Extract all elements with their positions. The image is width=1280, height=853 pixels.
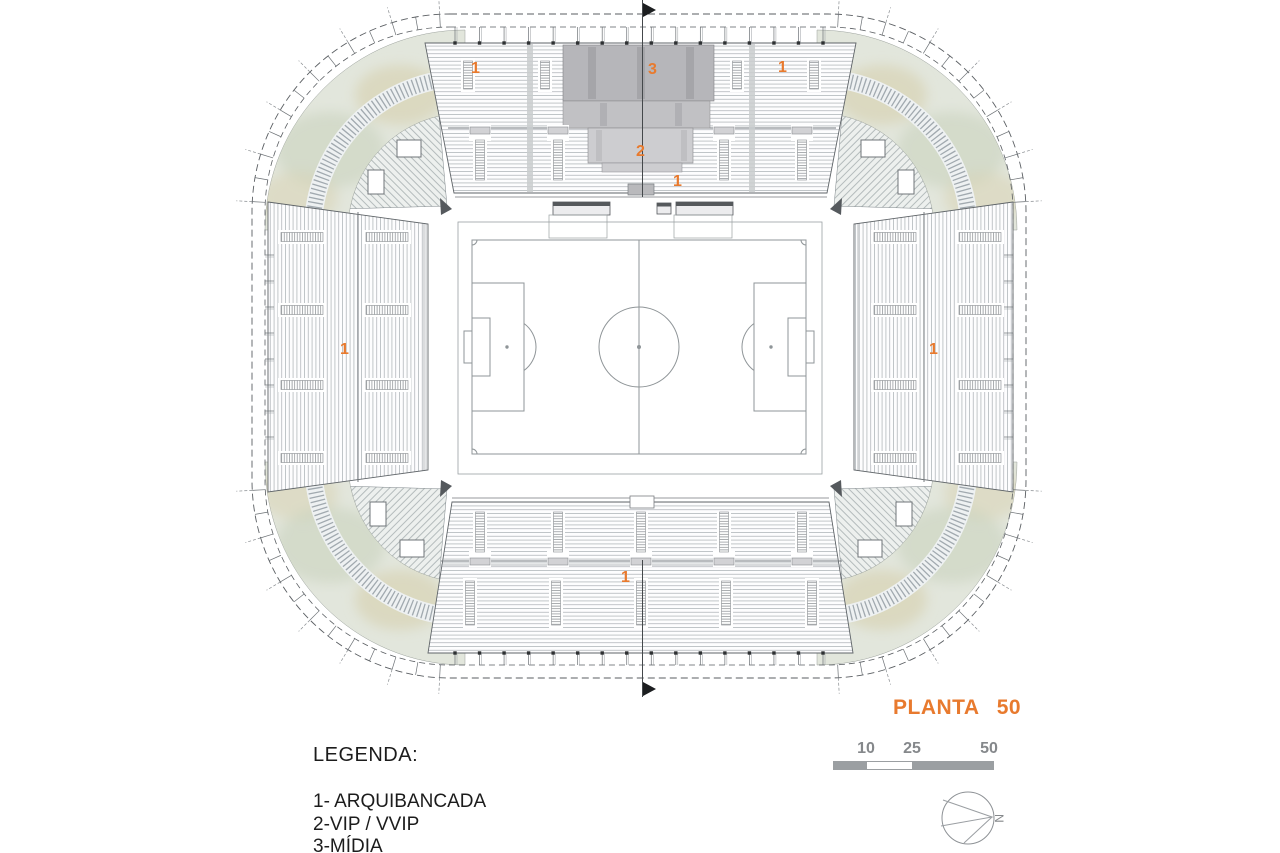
roof-structure-ticks <box>236 0 1042 694</box>
legend: LEGENDA: 1- ARQUIBANCADA 2-VIP / VVIP 3-… <box>313 744 486 853</box>
penalty-arc-left <box>523 323 537 371</box>
roof-boundary <box>251 13 1027 679</box>
corner-notches <box>440 198 842 497</box>
scale-label-50: 50 <box>980 740 998 757</box>
north-letter: N <box>992 814 1006 823</box>
sector-label-vip: 2 <box>636 143 645 160</box>
scale-label-25: 25 <box>903 740 921 757</box>
north-arrow: N <box>940 791 1006 845</box>
skylights <box>367 139 915 558</box>
sector-label-top-right: 1 <box>778 59 787 76</box>
scale-label-10: 10 <box>857 740 875 757</box>
scale-bar: 10 25 50 <box>833 740 998 774</box>
center-spot <box>637 345 641 349</box>
section-line-top <box>642 0 656 197</box>
sector-label-top-left: 1 <box>471 60 480 77</box>
dugouts <box>548 201 734 509</box>
goal-right <box>805 330 815 364</box>
section-flag-top <box>643 3 656 17</box>
sector-label-west: 1 <box>340 341 349 358</box>
sector-label-south: 1 <box>621 569 630 586</box>
north-arrow-circle <box>941 791 995 845</box>
scale-bar-graphic <box>833 761 994 770</box>
section-line-bottom <box>642 560 656 697</box>
sector-label-top-lower: 1 <box>673 173 682 190</box>
east-stand <box>853 201 1014 493</box>
sector-label-east: 1 <box>929 341 938 358</box>
sector-labels: 1 3 1 2 1 1 1 1 <box>340 59 938 586</box>
legend-item-midia: 3-MÍDIA <box>313 836 383 853</box>
goal-left <box>463 330 473 364</box>
media-zone <box>562 44 715 129</box>
legend-item-arquibancada: 1- ARQUIBANCADA <box>313 791 487 812</box>
pitch <box>457 221 823 475</box>
section-flag-bottom <box>643 682 656 696</box>
plan-title: PLANTA 50 <box>893 696 1022 719</box>
tunnel-box-north <box>627 183 655 196</box>
west-stand <box>267 201 429 493</box>
penalty-arc-right <box>741 323 755 371</box>
corner-arcs <box>471 239 807 455</box>
center-circle <box>598 306 680 388</box>
sector-label-media: 3 <box>648 61 657 78</box>
legend-item-vip: 2-VIP / VVIP <box>313 813 420 835</box>
legend-heading: LEGENDA: <box>313 744 419 766</box>
